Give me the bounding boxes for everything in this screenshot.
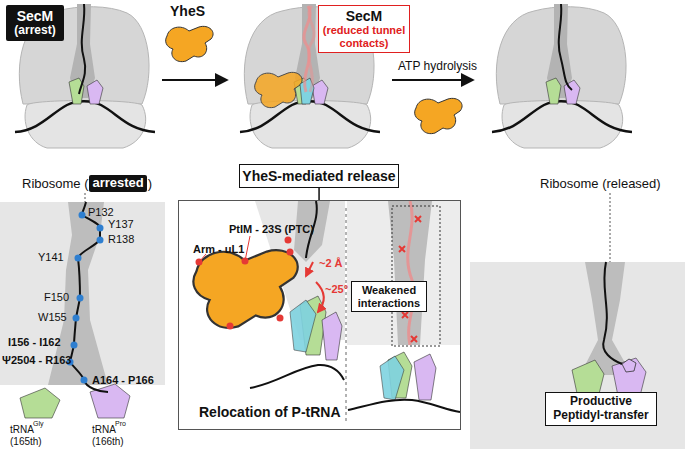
yhes-protein <box>255 72 302 107</box>
contact-leader <box>199 254 206 262</box>
release-box: YheS-mediated release <box>239 164 399 188</box>
shift-arrow <box>306 262 313 276</box>
node-text: PtIM - 23S (PTC) <box>229 223 314 236</box>
figure-label: tRNA <box>10 424 34 435</box>
figure-label: W155 <box>38 311 67 323</box>
node-text: (arrest) <box>8 24 62 38</box>
tunnel-zoom-background <box>0 202 165 385</box>
nascent-chain <box>79 4 85 94</box>
figure-label: Y137 <box>108 218 134 230</box>
relocated-trna <box>290 300 316 352</box>
weakened-box: Weakened interactions <box>351 281 427 312</box>
arrest-tag: SecM(arrest) <box>6 5 64 41</box>
tunnel-highlight-box <box>392 206 440 346</box>
contact-leader <box>245 236 250 261</box>
proline-residue <box>622 359 636 372</box>
figure-label: Ribosome (released) <box>540 177 661 191</box>
contact-dot <box>287 249 294 256</box>
figure-label: R138 <box>108 233 134 245</box>
inset-panel: PtIM - 23S (PTC) Arm - uL1 ~2 Å ~25° Relocat… <box>178 200 461 430</box>
inset-divider <box>346 208 347 424</box>
node-text: Weakened interactions <box>354 284 424 309</box>
trna-gly <box>20 388 60 418</box>
rotation-arrow <box>316 282 324 312</box>
step-arrow <box>162 79 226 81</box>
node-text: ~25° <box>325 283 348 296</box>
trna-pro <box>612 358 646 396</box>
residue-dot <box>73 315 80 322</box>
residue-dot <box>97 225 104 232</box>
arrested-tag: arrested <box>89 175 146 192</box>
figure-label: A164 - P166 <box>92 374 154 386</box>
nascent-chain <box>559 4 572 90</box>
figure-label: YheS <box>170 4 205 19</box>
residue-dot <box>79 212 86 219</box>
step-arrow <box>392 79 472 81</box>
figure-label: (166th) <box>92 436 124 447</box>
residue-dot <box>81 377 88 384</box>
nascent-chain <box>603 262 622 364</box>
weakened-chain <box>309 6 315 92</box>
contact-dot <box>227 323 234 330</box>
yhes-protein <box>193 250 297 328</box>
released-zoom-background <box>470 262 685 449</box>
inset-tunnel-background <box>347 201 460 345</box>
figure-label: ) <box>148 177 152 191</box>
yhes-protein <box>166 26 213 61</box>
mrna-strand <box>250 365 344 388</box>
inset-background <box>178 200 461 430</box>
contact-dot <box>285 237 292 244</box>
figure-label: Gly <box>33 420 44 428</box>
zoom-leader <box>610 193 611 262</box>
contact-dot <box>277 315 284 322</box>
secm-chain <box>70 202 108 392</box>
figure-label: P132 <box>88 206 114 218</box>
secm-state-box: SecM(reduced tunnel contacts) <box>318 5 410 53</box>
node-text: (reduced tunnel contacts) <box>321 24 407 50</box>
figure-label: (165th) <box>10 436 42 447</box>
residue-dot <box>75 255 82 262</box>
figure-label: Ribosome ( <box>22 177 88 191</box>
connector-line <box>318 188 320 200</box>
weakened-chain <box>408 201 415 345</box>
lost-contact-marks <box>399 216 421 342</box>
node-text: Productive Peptidyl-transfer <box>548 395 654 423</box>
figure-label: I156 - I162 <box>8 336 61 348</box>
node-text: SecM <box>8 8 62 24</box>
peptidyl-transfer-box: Productive Peptidyl-transfer <box>545 392 657 426</box>
ribosome <box>492 4 632 148</box>
residue-dot <box>97 237 104 244</box>
node-text: Arm - uL1 <box>193 243 244 256</box>
mrna-strand <box>348 400 460 412</box>
figure-label: Pro <box>115 420 126 428</box>
residue-dots <box>67 212 104 384</box>
node-text: SecM <box>321 8 407 24</box>
figure-label: ATP hydrolysis <box>398 60 477 73</box>
residue-dot <box>71 342 78 349</box>
released-yhes <box>415 98 462 133</box>
figure-label: Ψ2504 - R163 <box>2 354 71 366</box>
node-text: ~2 Å <box>319 257 343 270</box>
inset-tunnel <box>388 201 432 345</box>
figure-label: Y141 <box>38 251 64 263</box>
node-text: YheS-mediated release <box>242 168 396 184</box>
trna-pro <box>322 312 342 360</box>
zoom-leader <box>85 193 86 202</box>
node-text: arrested <box>92 176 143 191</box>
tunnel-zoom <box>580 262 632 375</box>
released-ribosome <box>492 4 632 148</box>
trna-pro <box>414 354 436 400</box>
node-text: Relocation of P-tRNA <box>199 404 341 420</box>
figure-label: F150 <box>44 291 69 303</box>
figure-label: tRNA <box>92 424 116 435</box>
residue-dot <box>77 295 84 302</box>
relocated-trna <box>380 356 404 400</box>
